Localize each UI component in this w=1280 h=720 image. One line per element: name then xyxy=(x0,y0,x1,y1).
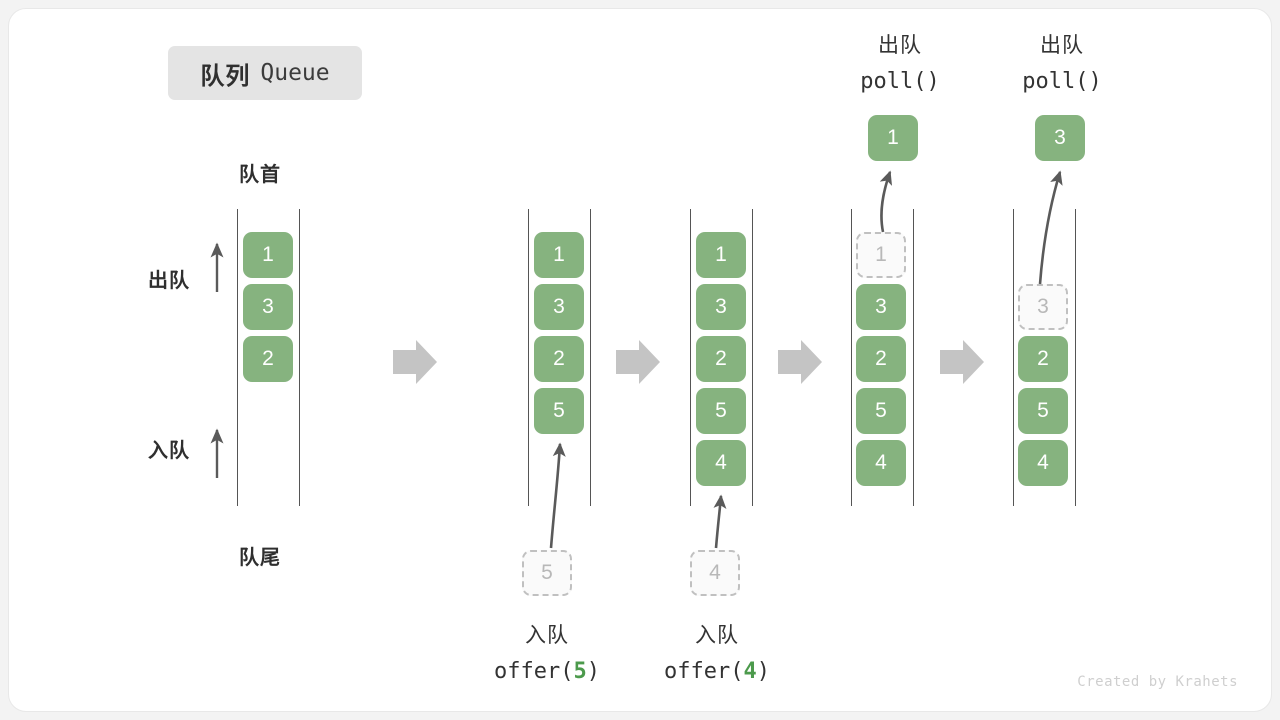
queue-cell: 2 xyxy=(243,336,293,382)
queue-cell: 2 xyxy=(696,336,746,382)
queue-cell: 2 xyxy=(534,336,584,382)
poll-3-caption-cn: 出队 xyxy=(1040,34,1084,57)
queue-cell: 3 xyxy=(243,284,293,330)
queue-rail-left-1 xyxy=(237,209,238,506)
queue-cell: 1 xyxy=(696,232,746,278)
dequeue-direction-label: 出队 xyxy=(148,270,190,292)
queue-cell: 5 xyxy=(1018,388,1068,434)
queue-rail-left-4 xyxy=(851,209,852,506)
offer-4-caption-cn: 入队 xyxy=(695,624,739,647)
offer-4-caption: 入队 offer(4) xyxy=(622,618,812,690)
offer-5-caption-code: offer(5) xyxy=(494,659,600,684)
rear-label: 队尾 xyxy=(239,547,281,569)
queue-rail-right-3 xyxy=(752,209,753,506)
poll-3-caption-code: poll() xyxy=(1022,69,1102,94)
incoming-ghost-cell: 5 xyxy=(522,550,572,596)
poll-1-caption-cn: 出队 xyxy=(878,34,922,57)
diagram-card xyxy=(8,8,1272,712)
poll-3-caption: 出队 poll() xyxy=(967,28,1157,100)
poll-1-caption: 出队 poll() xyxy=(805,28,995,100)
offer-5-caption: 入队 offer(5) xyxy=(452,618,642,690)
queue-cell: 4 xyxy=(696,440,746,486)
queue-cell: 2 xyxy=(1018,336,1068,382)
queue-cell: 3 xyxy=(696,284,746,330)
queue-cell: 5 xyxy=(696,388,746,434)
queue-rail-right-4 xyxy=(913,209,914,506)
queue-rail-right-2 xyxy=(590,209,591,506)
front-label: 队首 xyxy=(239,164,281,186)
queue-rail-left-5 xyxy=(1013,209,1014,506)
queue-rail-left-2 xyxy=(528,209,529,506)
queue-cell: 4 xyxy=(1018,440,1068,486)
credit-text: Created by Krahets xyxy=(1077,674,1238,690)
queue-cell-ghost: 1 xyxy=(856,232,906,278)
poll-1-caption-code: poll() xyxy=(860,69,940,94)
enqueue-direction-label: 入队 xyxy=(148,440,190,462)
outgoing-cell: 3 xyxy=(1035,115,1085,161)
queue-cell-ghost: 3 xyxy=(1018,284,1068,330)
queue-cell: 5 xyxy=(856,388,906,434)
queue-cell: 1 xyxy=(243,232,293,278)
title-chinese: 队列 xyxy=(200,62,251,90)
incoming-ghost-cell: 4 xyxy=(690,550,740,596)
queue-rail-left-3 xyxy=(690,209,691,506)
title-badge: 队列 Queue xyxy=(168,46,362,100)
queue-cell: 4 xyxy=(856,440,906,486)
queue-cell: 3 xyxy=(856,284,906,330)
offer-4-caption-code: offer(4) xyxy=(664,659,770,684)
queue-cell: 2 xyxy=(856,336,906,382)
outgoing-cell: 1 xyxy=(868,115,918,161)
queue-rail-right-1 xyxy=(299,209,300,506)
queue-cell: 5 xyxy=(534,388,584,434)
title-english: Queue xyxy=(260,60,330,86)
queue-cell: 1 xyxy=(534,232,584,278)
queue-cell: 3 xyxy=(534,284,584,330)
offer-5-caption-cn: 入队 xyxy=(525,624,569,647)
queue-rail-right-5 xyxy=(1075,209,1076,506)
